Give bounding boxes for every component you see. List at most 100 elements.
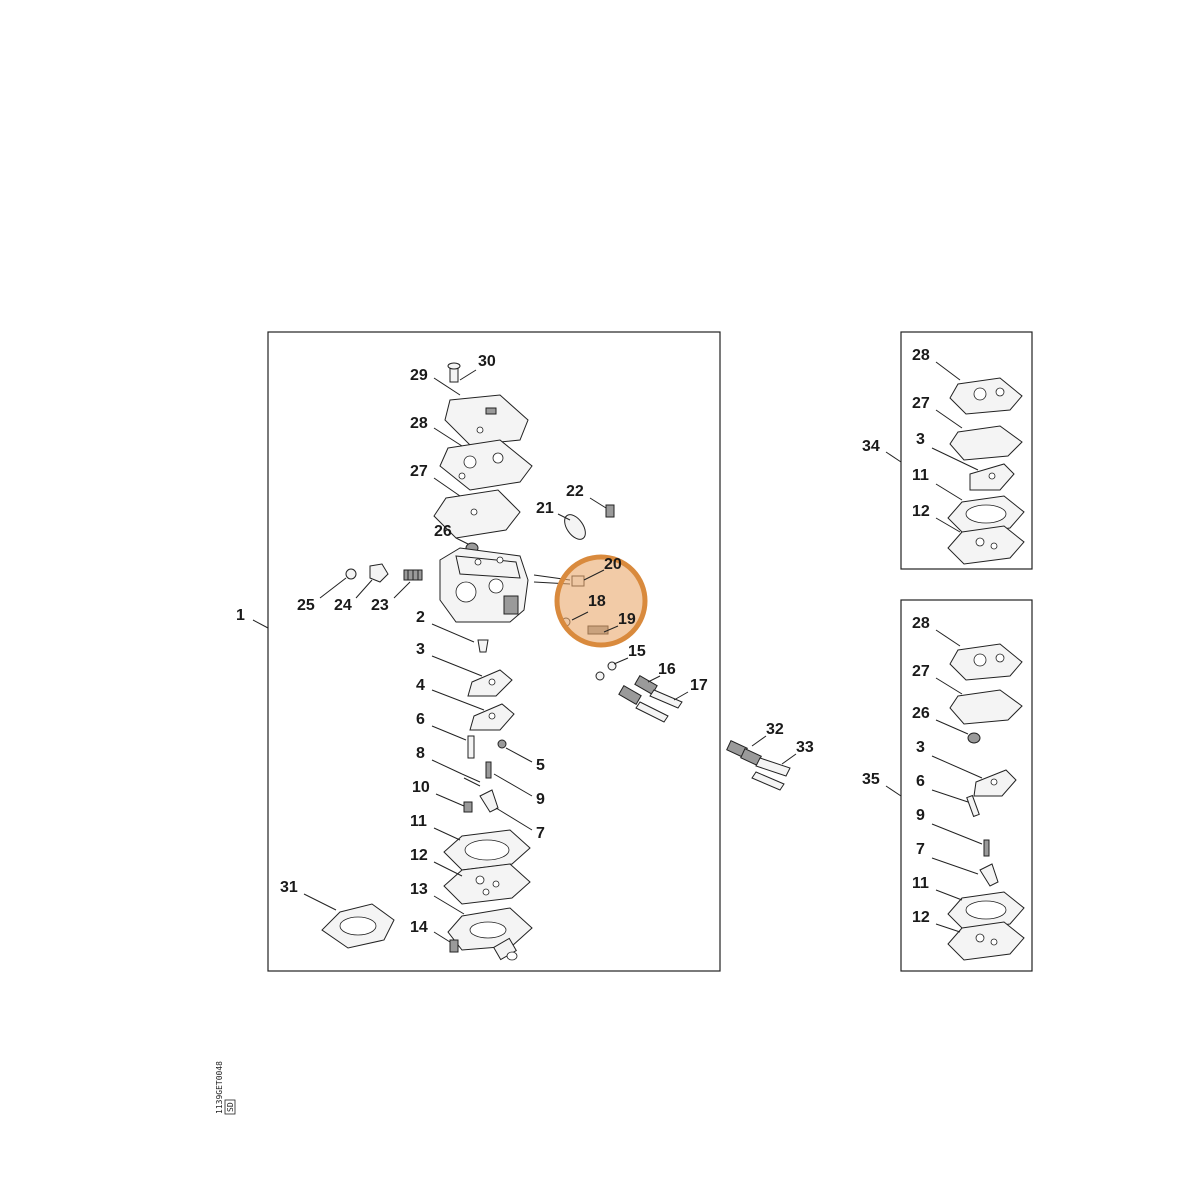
callout-4[interactable]: 4 xyxy=(416,677,425,694)
callout-2[interactable]: 2 xyxy=(416,609,425,626)
part-27-diaphragm[interactable] xyxy=(433,489,521,539)
kit35-callout-28[interactable]: 28 xyxy=(912,615,930,632)
kit35-part-9[interactable] xyxy=(983,839,990,857)
part-13-pump-cover[interactable] xyxy=(447,907,533,961)
main-assembly-frame xyxy=(267,331,721,972)
callout-28[interactable]: 28 xyxy=(410,415,428,432)
kit35-callout-6[interactable]: 6 xyxy=(916,773,925,790)
part-30-screw[interactable] xyxy=(447,362,461,383)
callout-21[interactable]: 21 xyxy=(536,500,554,517)
part-25-nut[interactable] xyxy=(345,568,357,580)
kit35-callout-3[interactable]: 3 xyxy=(916,739,925,756)
callout-23[interactable]: 23 xyxy=(371,597,389,614)
callout-35[interactable]: 35 xyxy=(862,771,880,788)
kit34-part-12[interactable] xyxy=(947,525,1025,565)
callout-8[interactable]: 8 xyxy=(416,745,425,762)
part-2-valve[interactable] xyxy=(477,639,489,653)
part-31-flange-gasket[interactable] xyxy=(321,903,395,949)
callout-22[interactable]: 22 xyxy=(566,483,584,500)
kit34-callout-12[interactable]: 12 xyxy=(912,503,930,520)
kit35-callout-26[interactable]: 26 xyxy=(912,705,930,722)
part-11-gasket[interactable] xyxy=(443,829,531,871)
callout-19[interactable]: 19 xyxy=(618,611,636,628)
kit35-callout-12[interactable]: 12 xyxy=(912,909,930,926)
kit35-part-7[interactable] xyxy=(979,863,999,887)
callout-29[interactable]: 29 xyxy=(410,367,428,384)
part-24-cap[interactable] xyxy=(369,563,389,583)
kit35-part-11[interactable] xyxy=(947,891,1025,931)
callout-7[interactable]: 7 xyxy=(536,825,545,842)
callout-12[interactable]: 12 xyxy=(410,847,428,864)
callout-1[interactable]: 1 xyxy=(236,607,245,624)
callout-33[interactable]: 33 xyxy=(796,739,814,756)
kit34-callout-27[interactable]: 27 xyxy=(912,395,930,412)
part-29-cover[interactable] xyxy=(444,394,529,446)
kit35-callout-7[interactable]: 7 xyxy=(916,841,925,858)
carburetor-body[interactable] xyxy=(439,547,529,623)
kit34-callout-28[interactable]: 28 xyxy=(912,347,930,364)
part-9-spring[interactable] xyxy=(485,761,492,779)
callout-26[interactable]: 26 xyxy=(434,523,452,540)
part-3-cover-plate[interactable] xyxy=(467,669,513,697)
part-6-pin[interactable] xyxy=(467,735,475,759)
callout-15[interactable]: 15 xyxy=(628,643,646,660)
callout-3[interactable]: 3 xyxy=(416,641,425,658)
callout-5[interactable]: 5 xyxy=(536,757,545,774)
kit35-callout-11[interactable]: 11 xyxy=(912,875,929,892)
kit35-part-27[interactable] xyxy=(949,689,1023,725)
kit35-part-28[interactable] xyxy=(949,643,1023,681)
part-33-needle[interactable] xyxy=(751,757,791,791)
part-15-washer[interactable] xyxy=(595,661,617,681)
callout-24[interactable]: 24 xyxy=(334,597,352,614)
part-28-gasket[interactable] xyxy=(439,439,533,491)
part-8-shaft[interactable] xyxy=(461,773,481,787)
callout-14[interactable]: 14 xyxy=(410,919,428,936)
svg-text:1139GET0048: 1139GET0048 xyxy=(215,1061,224,1114)
kit34-part-28[interactable] xyxy=(949,377,1023,415)
part-22-screw[interactable] xyxy=(605,504,615,518)
callout-30[interactable]: 30 xyxy=(478,353,496,370)
callout-32[interactable]: 32 xyxy=(766,721,784,738)
kit35-callout-9[interactable]: 9 xyxy=(916,807,925,824)
kit34-part-27[interactable] xyxy=(949,425,1023,461)
callout-6[interactable]: 6 xyxy=(416,711,425,728)
kit35-callout-27[interactable]: 27 xyxy=(912,663,930,680)
kit34-part-11[interactable] xyxy=(947,495,1025,535)
kit34-part-3[interactable] xyxy=(969,463,1015,491)
callout-13[interactable]: 13 xyxy=(410,881,428,898)
callout-11[interactable]: 11 xyxy=(410,813,427,830)
kit35-part-3[interactable] xyxy=(973,769,1017,797)
svg-text:SD: SD xyxy=(226,1102,235,1112)
callout-34[interactable]: 34 xyxy=(862,438,880,455)
part-16-spring[interactable] xyxy=(618,674,658,706)
highlight-circle[interactable] xyxy=(554,554,648,648)
callout-9[interactable]: 9 xyxy=(536,791,545,808)
callout-16[interactable]: 16 xyxy=(658,661,676,678)
callout-17[interactable]: 17 xyxy=(690,677,708,694)
part-7-lever[interactable] xyxy=(479,789,499,813)
part-12-diaphragm[interactable] xyxy=(443,863,531,905)
part-21-disc[interactable] xyxy=(560,511,589,543)
kit35-part-12[interactable] xyxy=(947,921,1025,961)
callout-20[interactable]: 20 xyxy=(604,556,622,573)
kit34-callout-3[interactable]: 3 xyxy=(916,431,925,448)
kit35-part-26[interactable] xyxy=(967,732,981,744)
part-4-plate[interactable] xyxy=(469,703,515,731)
callout-31[interactable]: 31 xyxy=(280,879,298,896)
callout-10[interactable]: 10 xyxy=(412,779,430,796)
part-23-spring[interactable] xyxy=(403,569,423,581)
callout-27[interactable]: 27 xyxy=(410,463,428,480)
kit-35-frame xyxy=(900,599,1033,972)
kit34-callout-11[interactable]: 11 xyxy=(912,467,929,484)
callout-18[interactable]: 18 xyxy=(588,593,606,610)
kit-34-frame xyxy=(900,331,1033,570)
callout-25[interactable]: 25 xyxy=(297,597,315,614)
kit35-part-6[interactable] xyxy=(966,794,980,818)
part-14-screw[interactable] xyxy=(449,939,459,953)
part-32-spring[interactable] xyxy=(726,740,762,766)
part-17-needle[interactable] xyxy=(635,689,683,723)
part-10-screw[interactable] xyxy=(463,801,473,813)
part-5-screw[interactable] xyxy=(497,739,507,749)
drawing-code: 1139GET0048 SD xyxy=(215,1061,236,1115)
